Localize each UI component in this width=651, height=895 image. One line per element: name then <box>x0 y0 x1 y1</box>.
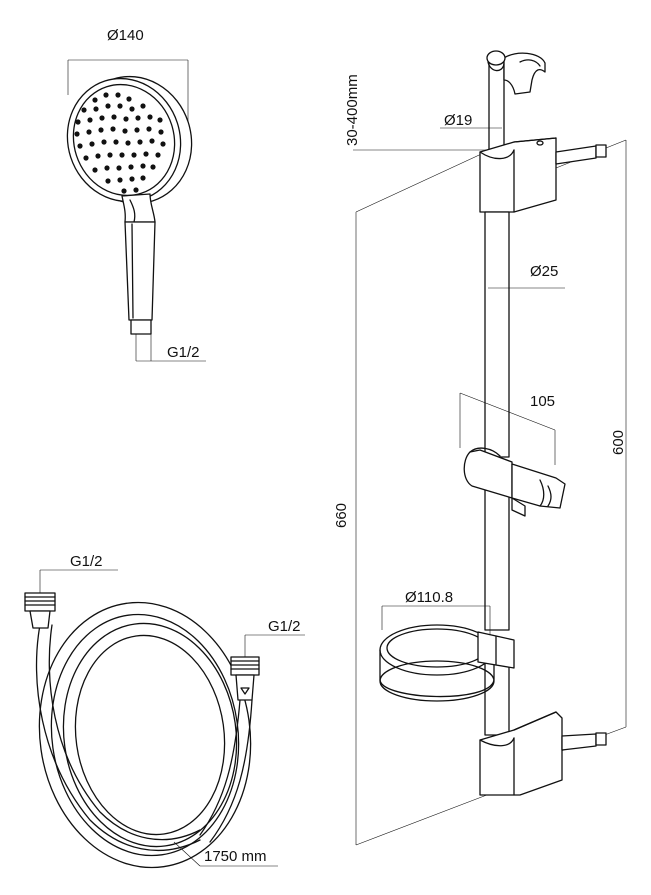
hose-right-nut <box>230 656 260 676</box>
spray-holes <box>74 92 166 194</box>
hose-right-connection-label: G1/2 <box>268 618 301 635</box>
hose-left-connection-label: G1/2 <box>70 553 103 570</box>
slider-width-label: 105 <box>530 393 555 410</box>
total-height-label: 660 <box>333 503 350 528</box>
adjust-range-label: 30-400mm <box>344 74 361 146</box>
slide-rail: 660 600 30-400mm Ø19 Ø25 <box>333 50 627 846</box>
top-diameter-label: Ø19 <box>444 112 472 129</box>
shower-hose: G1/2 G1/2 1750 mm <box>24 553 305 869</box>
shower-handle-nut <box>130 319 152 335</box>
bracket-spacing-label: 600 <box>610 430 627 455</box>
hose-left-nut <box>24 592 56 612</box>
hand-shower: Ø140 <box>66 27 206 362</box>
rail-diameter-label: Ø25 <box>530 263 558 280</box>
top-wall-bracket <box>479 137 557 213</box>
rail-tube <box>484 211 510 458</box>
shower-handle <box>124 221 156 321</box>
shower-head-diameter-label: Ø140 <box>107 27 144 44</box>
shower-head-connection-label: G1/2 <box>167 344 200 361</box>
soap-dish-diameter-label: Ø110.8 <box>405 589 453 606</box>
hose-length-label: 1750 mm <box>204 848 267 865</box>
